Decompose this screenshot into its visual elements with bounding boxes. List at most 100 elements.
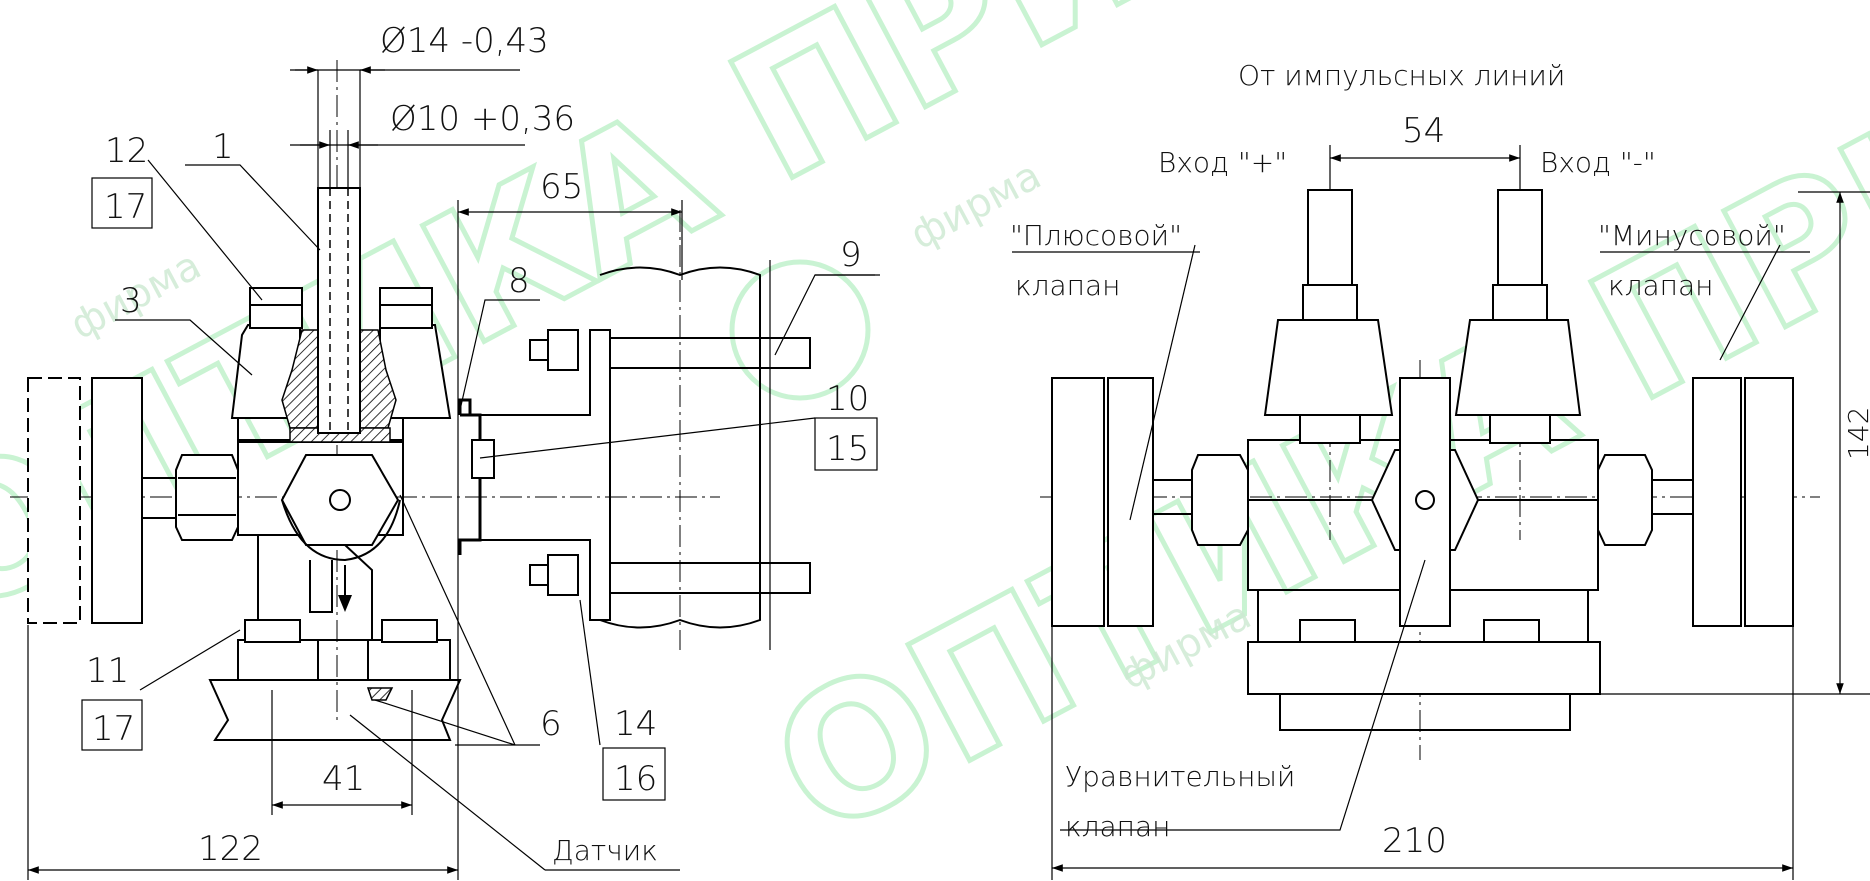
plus-valve-label-2: клапан (1015, 269, 1120, 302)
dim-65: 65 (540, 167, 583, 207)
watermark-ring (729, 259, 871, 401)
equalizer-label-2: клапан (1065, 810, 1170, 843)
leader-equalizer (1060, 559, 1426, 831)
mounting-pipe (599, 266, 761, 629)
lower-channel (309, 560, 333, 613)
left-view: Ø14 -0,43 Ø10 +0,36 65 41 122 12 17 1 3 … (10, 21, 880, 880)
callout-12: 12 (105, 131, 148, 171)
callout-17a: 17 (104, 187, 147, 227)
plus-inlet-tube (1307, 189, 1353, 286)
u-bolt-lower (529, 554, 811, 596)
callout-11: 11 (86, 651, 129, 691)
u-bolt-thread (529, 339, 548, 361)
bolt-head-left (244, 619, 301, 643)
minus-cap (1492, 284, 1548, 321)
leader-6b (374, 699, 516, 746)
equalizer-handle (1399, 377, 1451, 627)
left-handwheel-outline (27, 377, 81, 624)
leader-plus-valve (1129, 244, 1196, 521)
right-view: От импульсных линий 54 Вход "+" Вход "-"… (1010, 59, 1870, 880)
callout-box-15 (814, 417, 878, 471)
base-bolt-right (1483, 619, 1540, 643)
leader-9 (774, 274, 875, 356)
leader-6a (399, 494, 516, 746)
leader-11 (139, 629, 241, 691)
u-bolt-rod (609, 562, 811, 594)
bracket-back (458, 413, 482, 555)
minus-valve-label-2: клапан (1608, 269, 1713, 302)
impulse-tube (317, 187, 361, 434)
plus-bonnet-neck (1299, 414, 1361, 444)
bracket-plate (470, 329, 611, 621)
equalizer-pin (329, 489, 351, 511)
minus-inlet-tube (1497, 189, 1543, 286)
input-plus-label: Вход "+" (1158, 146, 1287, 179)
callout-15: 15 (826, 429, 869, 469)
minus-gland-nut (1597, 454, 1653, 546)
leader-minus-valve (1719, 244, 1781, 361)
dim-142: 142 (1842, 407, 1870, 460)
callout-17b: 17 (92, 709, 135, 749)
u-bolt-nut (547, 554, 579, 596)
base-bolt-left (1299, 619, 1356, 643)
plus-gland-nut (1191, 454, 1249, 546)
sensor-outline (208, 679, 462, 741)
u-bolt-rod (609, 337, 811, 369)
callout-6: 6 (540, 704, 562, 744)
dim-d14: Ø14 -0,43 (380, 21, 549, 61)
dim-122: 122 (198, 829, 263, 869)
minus-bonnet-neck (1489, 414, 1551, 444)
minus-valve-label-1: "Минусовой" (1598, 219, 1786, 252)
leader-sensor (349, 714, 546, 871)
sensor-label: Датчик (552, 834, 658, 867)
manifold-base (1247, 641, 1601, 695)
inlet-header: От импульсных линий (1238, 59, 1565, 92)
input-minus-label: Вход "-" (1540, 146, 1656, 179)
flow-arrow (338, 595, 352, 612)
plus-valve-label-1: "Плюсовой" (1010, 219, 1182, 252)
callout-16: 16 (614, 759, 657, 799)
callout-9: 9 (840, 235, 862, 275)
equalizer-label-1: Уравнительный (1065, 760, 1295, 793)
minus-handwheel (1692, 377, 1742, 627)
u-bolt-upper (529, 329, 811, 371)
dim-54: 54 (1402, 111, 1445, 151)
sensor-outline-right (1279, 694, 1571, 731)
callout-8: 8 (508, 261, 530, 301)
callout-box-16 (602, 747, 666, 801)
equalizer-pin-right (1415, 490, 1435, 510)
plus-handwheel (1107, 377, 1154, 627)
bonnet-cap-right (379, 287, 433, 329)
lower-block-left (237, 639, 319, 681)
dim-210: 210 (1382, 821, 1447, 861)
leader-1 (185, 164, 321, 251)
minus-handwheel-outer (1744, 377, 1794, 627)
plus-cap (1302, 284, 1358, 321)
callout-box-17b (81, 699, 143, 751)
leader-3 (115, 319, 253, 376)
bolt-head-right (381, 619, 438, 643)
plus-handwheel-outer (1051, 377, 1105, 627)
dim-d10: Ø10 +0,36 (390, 99, 575, 139)
left-handwheel (91, 377, 143, 624)
minus-bonnet (1454, 319, 1582, 416)
lower-block-right (367, 639, 451, 681)
callout-10: 10 (826, 379, 869, 419)
bonnet-cap-left (249, 287, 303, 329)
callout-14: 14 (614, 704, 657, 744)
leader-8 (459, 299, 540, 411)
callout-3: 3 (120, 281, 142, 321)
left-gland-nut (175, 454, 239, 541)
leader-12 (147, 159, 263, 301)
sensor-seal (366, 687, 394, 701)
bracket-bolt (471, 439, 495, 479)
dim-41: 41 (322, 759, 365, 799)
plus-bonnet (1263, 319, 1394, 416)
callout-1: 1 (212, 127, 234, 167)
u-bolt-nut (547, 329, 579, 371)
leader-14 (579, 599, 601, 746)
equalizer-hex (280, 454, 400, 546)
equalizer-arc (281, 499, 401, 562)
